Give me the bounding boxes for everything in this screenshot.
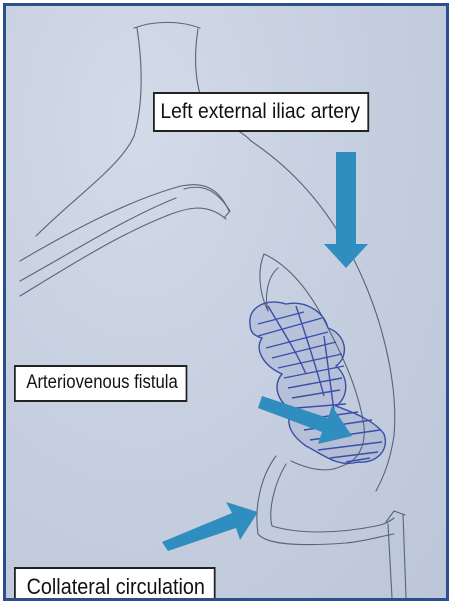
figure-frame: Left external iliac artery Arteriovenous… bbox=[3, 3, 449, 601]
right-vessel-right bbox=[403, 514, 406, 598]
fistula-hatching bbox=[250, 302, 386, 463]
collateral-link bbox=[291, 461, 342, 470]
aorta-outline bbox=[134, 22, 200, 28]
left-branch-upper bbox=[20, 185, 229, 261]
aorta-left-wall bbox=[36, 28, 141, 236]
iliac-arrow bbox=[324, 152, 368, 268]
left-branch-mid bbox=[20, 198, 176, 281]
branch-stub bbox=[184, 187, 230, 218]
collateral-inner bbox=[271, 464, 394, 532]
label-arteriovenous-fistula: Arteriovenous fistula bbox=[14, 365, 187, 402]
collateral-arrow bbox=[162, 502, 258, 551]
label-collateral-circulation: Collateral circulation bbox=[14, 567, 216, 601]
label-left-external-iliac-artery: Left external iliac artery bbox=[153, 92, 369, 132]
right-vessel-cap bbox=[386, 511, 405, 522]
